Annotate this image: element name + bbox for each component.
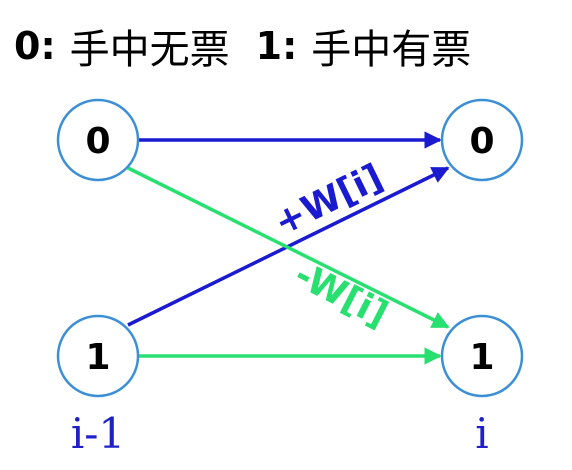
- legend-state1-key: 1:: [255, 24, 298, 68]
- column-label-prev: i-1: [71, 409, 125, 458]
- legend-state0-desc: 手中无票: [69, 27, 230, 73]
- legend-state1-desc: 手中有票: [311, 27, 472, 73]
- node-curr-1-label: 1: [469, 337, 494, 378]
- legend-state0-key: 0:: [14, 24, 56, 68]
- column-label-curr: i: [475, 409, 488, 458]
- node-curr-0: 0: [440, 98, 524, 182]
- node-curr-0-label: 0: [469, 121, 494, 162]
- edge-sell-label: -W[i]: [288, 254, 394, 335]
- legend: 0: 手中无票 1: 手中有票: [14, 16, 497, 76]
- node-prev-0-label: 0: [85, 121, 110, 162]
- edge-sell: [127, 166, 450, 329]
- node-prev-1: 1: [56, 314, 140, 398]
- edge-buy-label: +W[i]: [268, 157, 389, 244]
- node-prev-1-label: 1: [85, 337, 110, 378]
- node-prev-0: 0: [56, 98, 140, 182]
- node-curr-1: 1: [440, 314, 524, 398]
